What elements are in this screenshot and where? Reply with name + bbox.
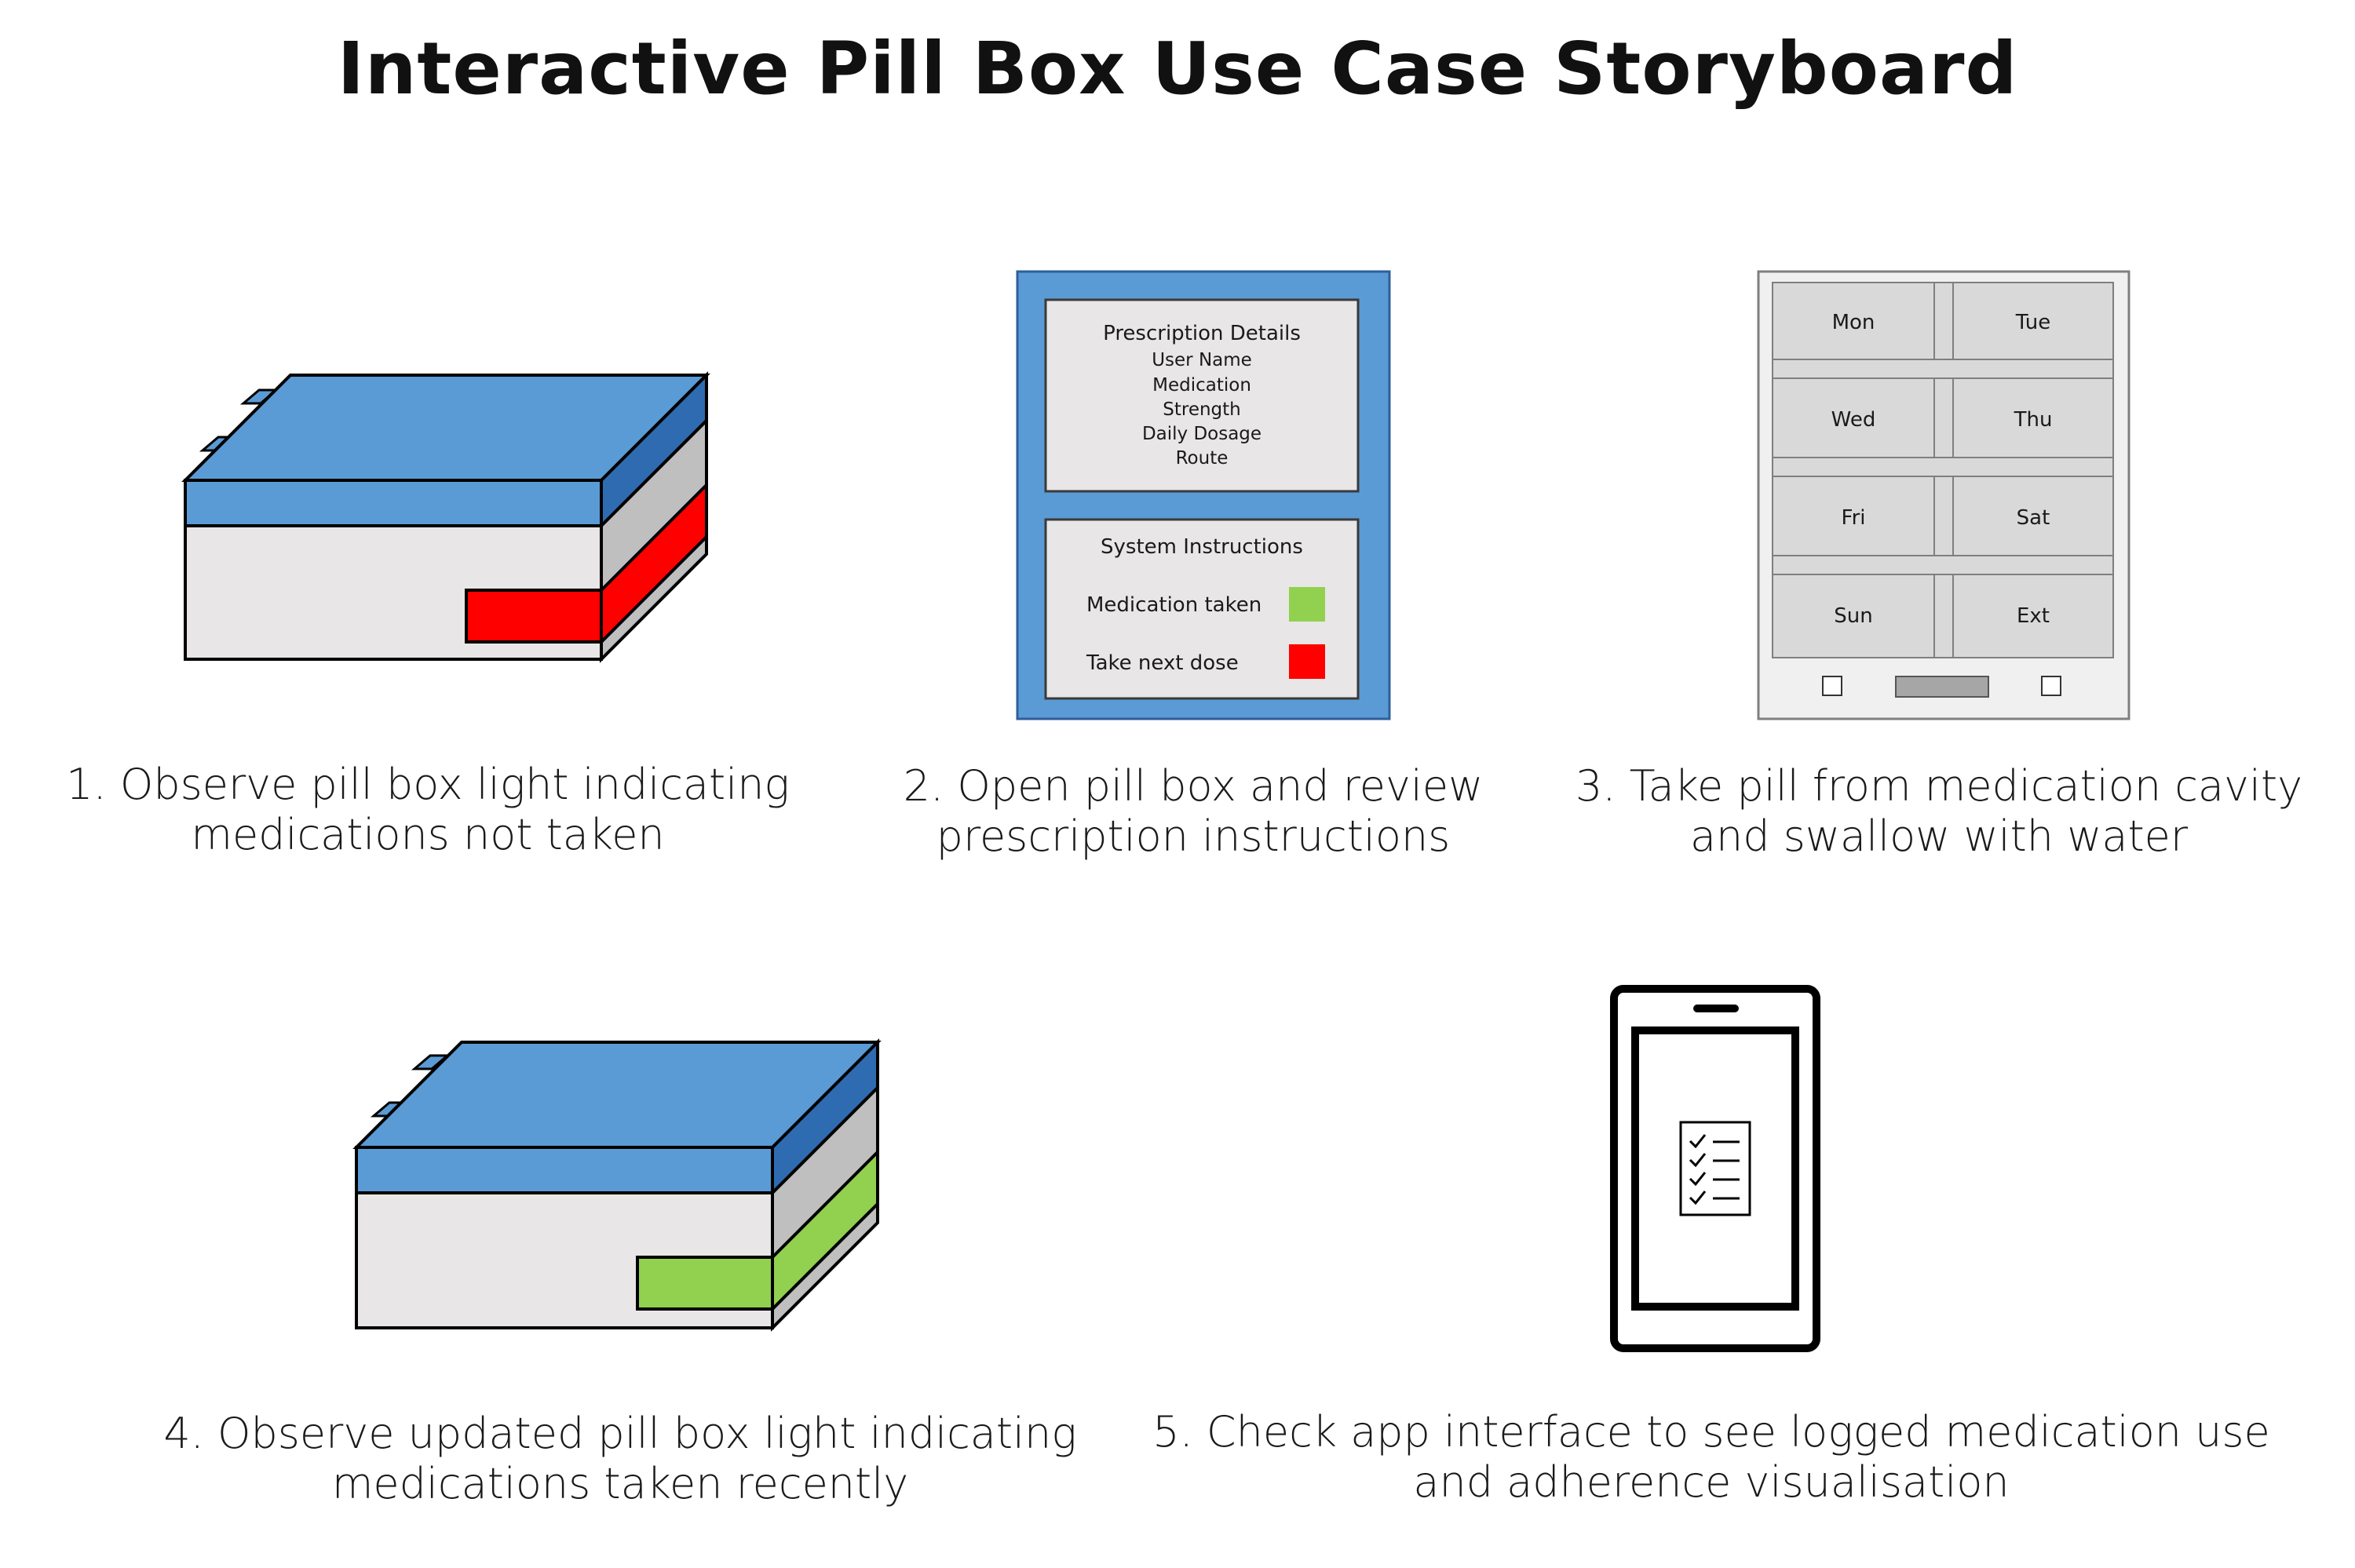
day-label-fri: Fri xyxy=(1842,506,1866,530)
day-label-sat: Sat xyxy=(2017,506,2050,530)
compartment-fri xyxy=(1772,476,1935,556)
tray-left-button xyxy=(1822,676,1842,696)
step-4-caption: 4. Observe updated pill box light indica… xyxy=(118,1409,1123,1509)
step-1-caption-line-2: medications not taken xyxy=(191,810,665,859)
field-user-name: User Name xyxy=(1152,350,1252,370)
legend-swatch-green xyxy=(1289,587,1325,622)
checklist-icon xyxy=(1679,1121,1751,1216)
day-label-tue: Tue xyxy=(2015,311,2050,334)
smartphone xyxy=(1610,985,1820,1352)
pill-box-red-light xyxy=(181,371,710,663)
lid-front xyxy=(184,479,603,527)
compartment-sun xyxy=(1772,574,1935,658)
step-5-caption-line-2: and adherence visualisation xyxy=(1413,1457,2010,1507)
compartment-wed xyxy=(1772,377,1935,458)
day-label-thu: Thu xyxy=(2014,408,2053,432)
compartment-ext xyxy=(1952,574,2114,658)
legend-label-taken: Medication taken xyxy=(1086,593,1261,617)
compartment-sat xyxy=(1952,476,2114,556)
step-3-caption-line-1: 3. Take pill from medication cavity xyxy=(1575,761,2303,811)
tray-right-button xyxy=(2041,676,2061,696)
step-5-caption: 5. Check app interface to see logged med… xyxy=(1123,1407,2300,1508)
step-4-caption-line-2: medications taken recently xyxy=(331,1459,909,1508)
prescription-details-box xyxy=(1044,298,1360,493)
page-title: Interactive Pill Box Use Case Storyboard xyxy=(337,27,2018,111)
step-2-caption-line-1: 2. Open pill box and review xyxy=(903,761,1484,811)
tray-center-slot xyxy=(1895,676,1989,698)
legend-swatch-red xyxy=(1289,644,1325,679)
tray-separator xyxy=(1772,457,2114,477)
field-medication: Medication xyxy=(1152,375,1251,396)
tray-separator xyxy=(1772,555,2114,575)
field-strength: Strength xyxy=(1163,399,1241,420)
step-1-caption-line-1: 1. Observe pill box light indicating xyxy=(66,760,790,809)
weekly-pill-tray: Mon Tue Wed Thu Fri Sat Sun Ext xyxy=(1757,270,2130,720)
indicator-light xyxy=(636,1256,774,1311)
step-3-caption-line-2: and swallow with water xyxy=(1689,811,2189,861)
day-label-mon: Mon xyxy=(1832,311,1875,334)
field-daily-dosage: Daily Dosage xyxy=(1142,424,1261,444)
instructions-heading: System Instructions xyxy=(1101,535,1303,559)
compartment-thu xyxy=(1952,377,2114,458)
step-2-caption: 2. Open pill box and review prescription… xyxy=(848,761,1539,862)
compartment-tue xyxy=(1952,282,2114,360)
prescription-heading: Prescription Details xyxy=(1103,322,1301,345)
compartment-mon xyxy=(1772,282,1935,360)
pill-box-green-light xyxy=(352,1038,882,1332)
step-4-caption-line-1: 4. Observe updated pill box light indica… xyxy=(163,1409,1077,1458)
tray-separator xyxy=(1772,359,2114,379)
step-2-caption-line-2: prescription instructions xyxy=(936,811,1451,861)
step-3-caption: 3. Take pill from medication cavity and … xyxy=(1539,761,2339,862)
prescription-panel: Prescription Details User Name Medicatio… xyxy=(1016,270,1391,720)
lid-front xyxy=(355,1146,774,1194)
step-1-caption: 1. Observe pill box light indicating med… xyxy=(47,760,809,860)
legend-label-next-dose: Take next dose xyxy=(1086,651,1239,675)
phone-speaker xyxy=(1693,1005,1739,1012)
day-label-ext: Ext xyxy=(2017,604,2050,628)
day-label-sun: Sun xyxy=(1834,604,1872,628)
field-route: Route xyxy=(1176,448,1229,469)
step-5-caption-line-1: 5. Check app interface to see logged med… xyxy=(1152,1407,2270,1457)
indicator-light xyxy=(465,589,603,644)
day-label-wed: Wed xyxy=(1831,408,1876,432)
